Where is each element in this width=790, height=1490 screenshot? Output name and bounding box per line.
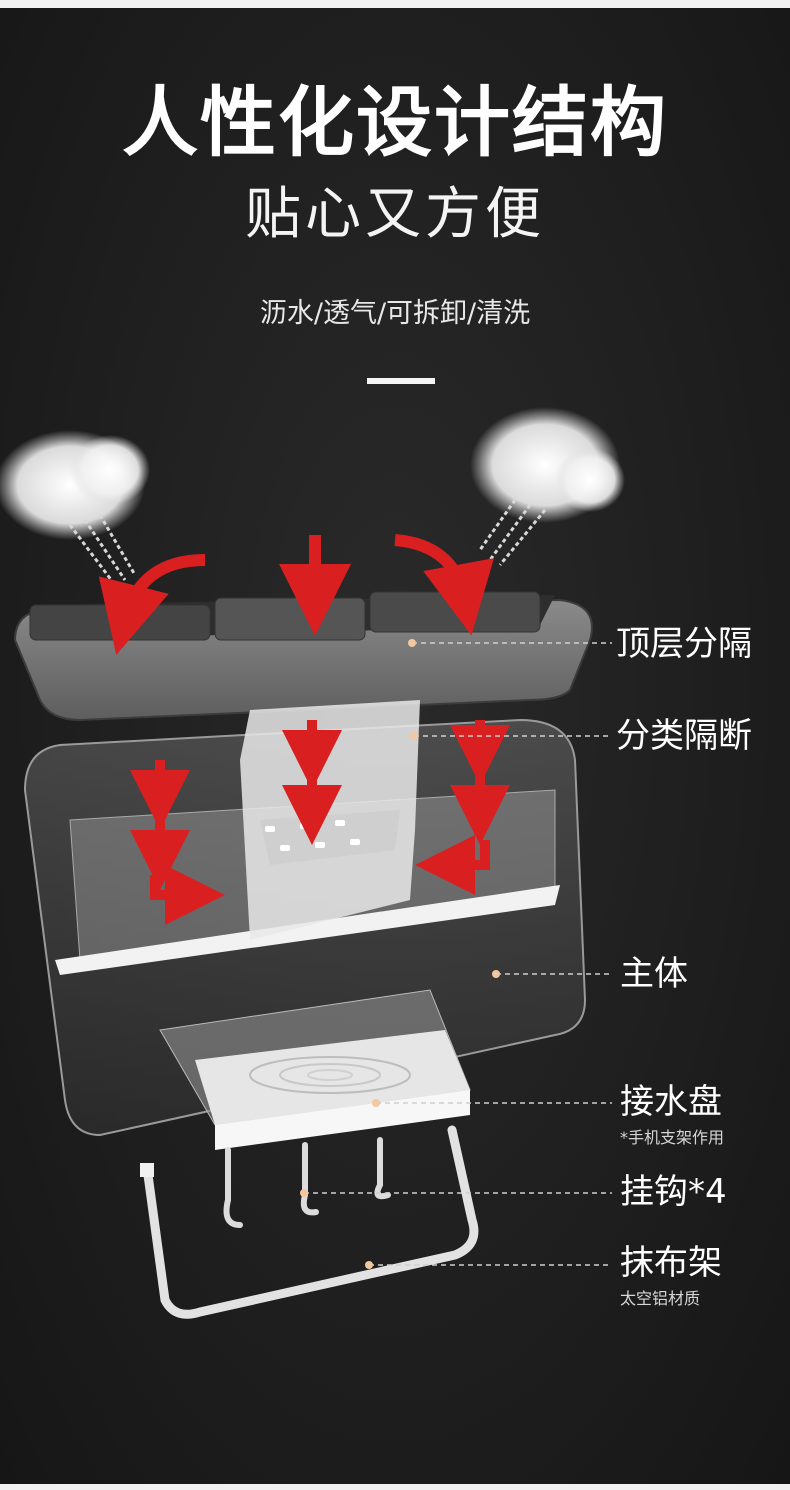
callout-hooks: 挂钩*4 bbox=[620, 1172, 727, 1212]
callout-label: 分类隔断 bbox=[616, 716, 752, 756]
towel-rack bbox=[143, 1125, 479, 1319]
callout-label: 挂钩*4 bbox=[620, 1172, 727, 1212]
page-title: 人性化设计结构 bbox=[122, 78, 668, 167]
steam-cloud-icon bbox=[470, 407, 625, 566]
callout-category-divider: 分类隔断 bbox=[616, 716, 752, 756]
callout-label: 顶层分隔 bbox=[616, 624, 752, 664]
top-border bbox=[0, 0, 790, 8]
callout-top-divider: 顶层分隔 bbox=[616, 624, 752, 664]
feature-list: 沥水/透气/可拆卸/清洗 bbox=[259, 298, 531, 329]
title-divider bbox=[367, 378, 435, 384]
callout-leaders bbox=[304, 642, 612, 1266]
callout-label: 抹布架 bbox=[620, 1243, 722, 1283]
callout-label: 主体 bbox=[620, 954, 688, 994]
category-divider bbox=[240, 700, 420, 940]
top-divider-tray bbox=[13, 591, 593, 722]
page-subtitle: 贴心又方便 bbox=[245, 182, 545, 247]
curved-arrow-icon bbox=[394, 534, 494, 636]
callout-label: 接水盘 bbox=[620, 1082, 722, 1122]
down-arrow-icon bbox=[130, 720, 510, 925]
callout-main-body: 主体 bbox=[620, 954, 688, 994]
callout-note: *手机支架作用 bbox=[620, 1128, 725, 1147]
steam-cloud-icon bbox=[0, 430, 150, 586]
towel-rack-mount bbox=[140, 1163, 154, 1177]
callout-water-tray: 接水盘 *手机支架作用 bbox=[620, 1082, 724, 1148]
hooks bbox=[223, 1137, 391, 1228]
product-exploded-illustration bbox=[0, 407, 625, 1319]
callout-towel-rack: 抹布架 太空铝材质 bbox=[620, 1243, 722, 1309]
curved-arrow-icon bbox=[98, 554, 206, 655]
callout-note: 太空铝材质 bbox=[620, 1289, 701, 1308]
bottom-border bbox=[0, 1484, 790, 1490]
water-drip-tray bbox=[159, 989, 471, 1150]
callout-dots bbox=[300, 639, 500, 1269]
